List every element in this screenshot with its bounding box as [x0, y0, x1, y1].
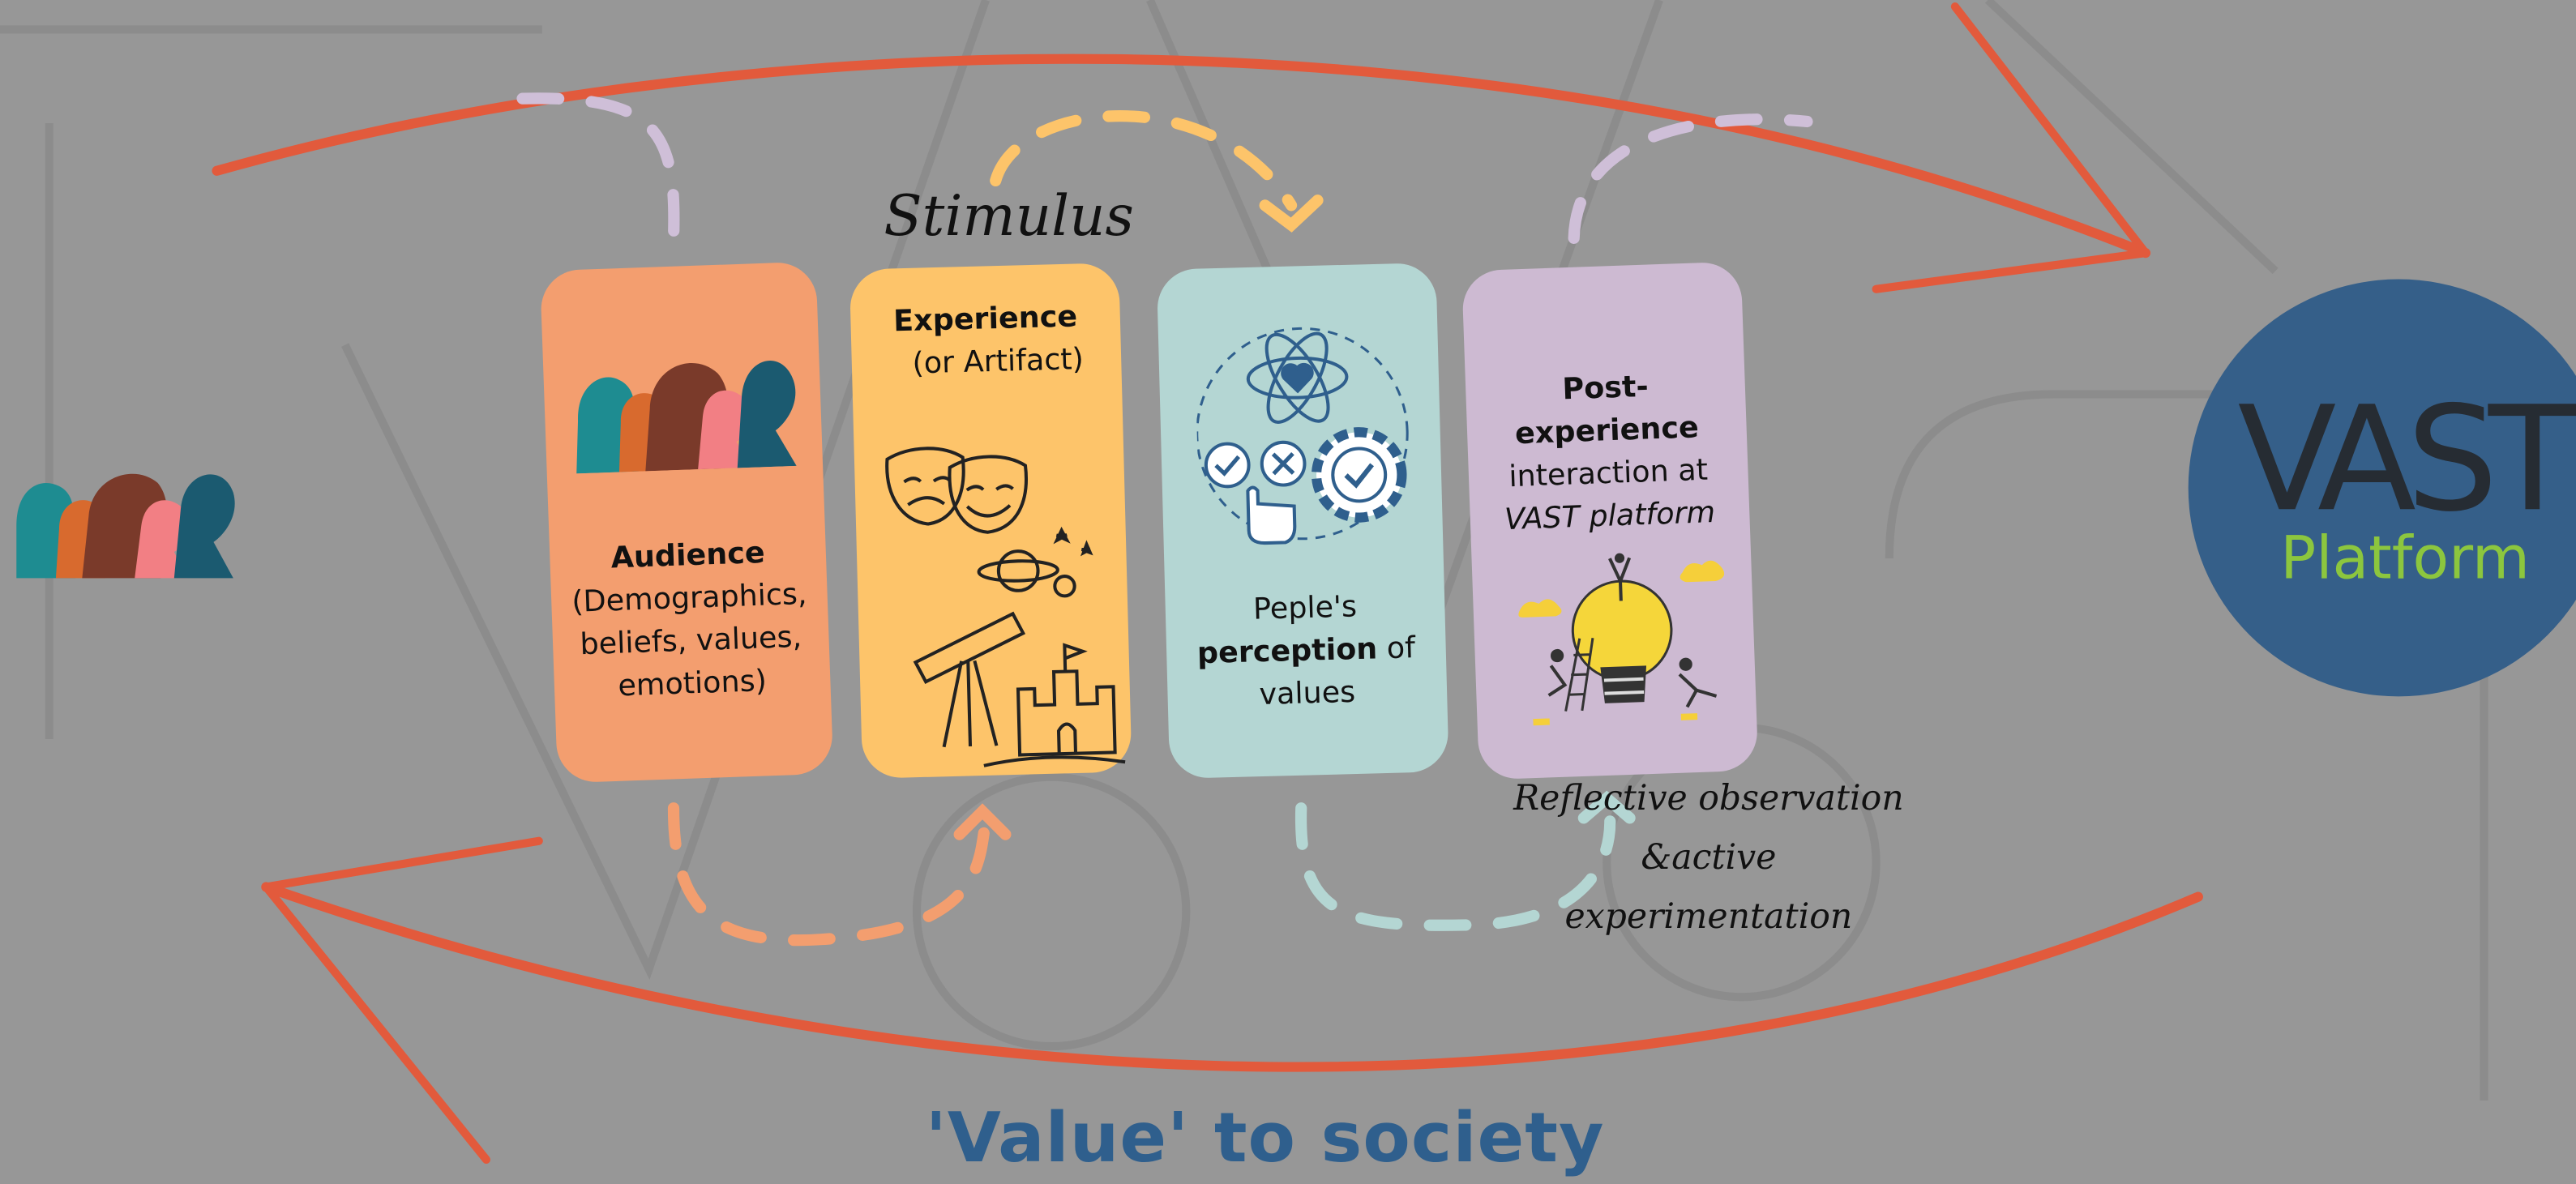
- post-italic: VAST platform: [1504, 495, 1716, 538]
- top-cycle-arrow: [212, 2, 2151, 293]
- dashed-connectors: [516, 92, 1813, 947]
- perception-rest: of: [1376, 630, 1416, 667]
- dashed-ring: [1196, 327, 1409, 541]
- perception-illustration: [1196, 327, 1409, 545]
- lightbulb-people-icon: [1518, 553, 1725, 726]
- audience-line-3: emotions): [617, 664, 768, 704]
- logo-subtitle: Platform: [2280, 525, 2530, 593]
- people-silhouettes-icon: [16, 473, 235, 579]
- footer-title: 'Value' to society: [925, 1096, 1605, 1178]
- perception-line-3: values: [1258, 675, 1356, 713]
- experience-card: Experience (or Artifact): [849, 263, 1132, 779]
- cross-icon: [1260, 440, 1307, 487]
- checkmark-icon: [1204, 442, 1251, 489]
- perception-line-2: perception of: [1166, 627, 1447, 677]
- reflective-label: Reflective observation &active experimen…: [1446, 769, 1972, 947]
- theater-masks-icon: [885, 447, 1028, 534]
- planet-icon: [977, 526, 1093, 598]
- telescope-icon: [913, 611, 1026, 748]
- hand-pointer-icon: [1246, 485, 1297, 545]
- gear-check-icon: [1311, 427, 1407, 523]
- reflective-line-2: experimentation: [1564, 896, 1853, 937]
- reflective-line-1: Reflective observation &active: [1513, 778, 1904, 878]
- logo-text: VAST: [2237, 374, 2576, 544]
- perception-card: Peple's perception of values: [1156, 262, 1449, 780]
- people-silhouettes-icon: [576, 361, 797, 474]
- experience-title: Experience: [892, 300, 1078, 340]
- atom-heart-icon: [1246, 331, 1349, 424]
- castle-icon: [983, 643, 1126, 767]
- perception-bold: perception: [1196, 631, 1378, 672]
- experience-illustration: [885, 447, 1126, 767]
- bottom-cycle-arrow: [261, 836, 2203, 1164]
- vast-platform-logo: VAST Platform: [2188, 279, 2576, 697]
- stimulus-label: Stimulus: [884, 184, 1134, 250]
- audience-card: Audience (Demographics, beliefs, values,…: [540, 261, 834, 784]
- perception-line-1: Peple's: [1252, 589, 1358, 627]
- post-experience-card: Post- experience interaction at VAST pla…: [1461, 261, 1759, 780]
- experience-subtitle: (or Artifact): [912, 342, 1085, 382]
